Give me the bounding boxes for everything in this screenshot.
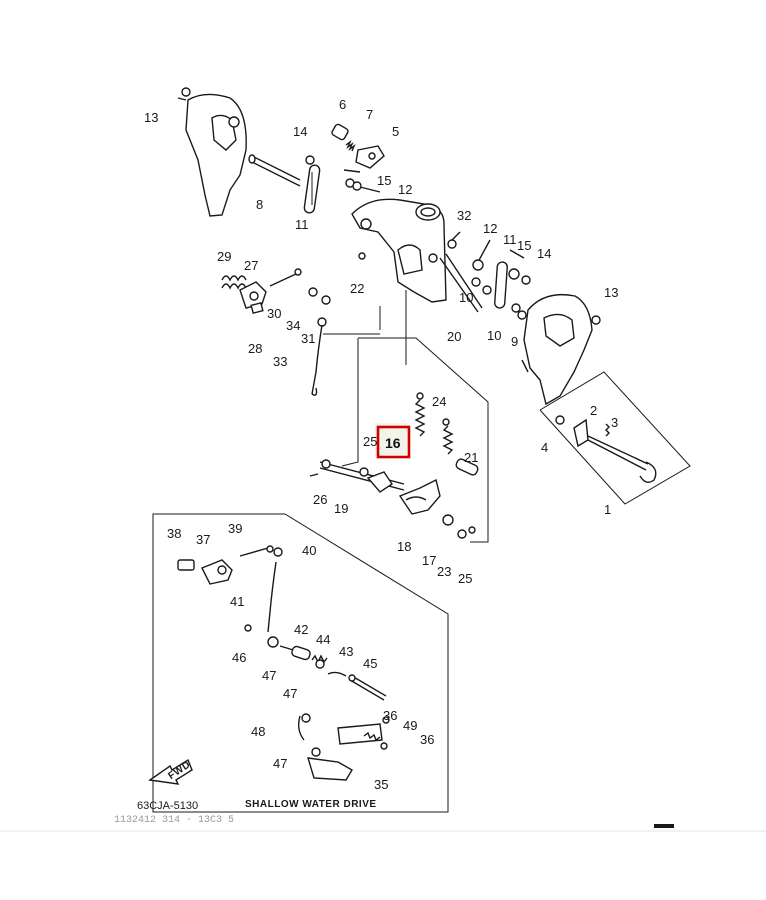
part-label[interactable]: 13 [144, 110, 158, 125]
part-label[interactable]: 35 [374, 777, 388, 792]
part-label[interactable]: 47 [283, 686, 297, 701]
link-11-left [303, 164, 321, 214]
part-label[interactable]: 6 [339, 97, 346, 112]
part-label[interactable]: 41 [230, 594, 244, 609]
part-label[interactable]: 25 [363, 434, 377, 449]
part-label[interactable]: 31 [301, 331, 315, 346]
part-label[interactable]: 9 [511, 334, 518, 349]
assembly-outlines [152, 290, 691, 813]
part-label[interactable]: 26 [313, 492, 327, 507]
parts-center-group [309, 392, 479, 539]
clamp-bracket-right [521, 293, 601, 406]
part-label[interactable]: 34 [286, 318, 300, 333]
part-label[interactable]: 7 [366, 107, 373, 122]
part-label[interactable]: 17 [422, 553, 436, 568]
part-label[interactable]: 13 [604, 285, 618, 300]
highlight-label: 16 [385, 435, 401, 451]
corner-mark [654, 824, 674, 828]
part-label[interactable]: 23 [437, 564, 451, 579]
fwd-label: FWD [166, 759, 192, 782]
clamp-bracket-left [177, 87, 247, 217]
part-label[interactable]: 32 [457, 208, 471, 223]
part-label[interactable]: 14 [293, 124, 307, 139]
part-label[interactable]: 27 [244, 258, 258, 273]
part-label[interactable]: 10 [459, 290, 473, 305]
part-label[interactable]: 20 [447, 329, 461, 344]
part-label[interactable]: 11 [295, 217, 309, 232]
part-label[interactable]: 42 [294, 622, 308, 637]
part-label[interactable]: 36 [383, 708, 397, 723]
part-label[interactable]: 38 [167, 526, 181, 541]
part-label[interactable]: 39 [228, 521, 242, 536]
part-label[interactable]: 29 [217, 249, 231, 264]
box-caption: SHALLOW WATER DRIVE [245, 799, 377, 810]
part-label[interactable]: 18 [397, 539, 411, 554]
part-label[interactable]: 12 [398, 182, 412, 197]
parts-shallow-water-drive [177, 545, 390, 781]
part-label[interactable]: 40 [302, 543, 316, 558]
part-label[interactable]: 25 [458, 571, 472, 586]
part-label[interactable]: 8 [256, 197, 263, 212]
part-label[interactable]: 22 [350, 281, 364, 296]
part-label[interactable]: 24 [432, 394, 446, 409]
shaft-8 [248, 154, 301, 187]
fwd-arrow-icon: FWD [148, 758, 193, 785]
diagram-code: 63CJA-5130 [137, 800, 198, 812]
part-label[interactable]: 14 [537, 246, 551, 261]
part-label[interactable]: 49 [403, 718, 417, 733]
part-label[interactable]: 4 [541, 440, 548, 455]
part-label[interactable]: 15 [377, 173, 391, 188]
part-label[interactable]: 11 [503, 232, 517, 247]
part-label[interactable]: 15 [517, 238, 531, 253]
part-label[interactable]: 33 [273, 354, 287, 369]
part-label[interactable]: 36 [420, 732, 434, 747]
faint-code: 1132412 314 - 13C3 5 [114, 815, 234, 826]
part-label[interactable]: 45 [363, 656, 377, 671]
part-label[interactable]: 10 [487, 328, 501, 343]
part-label[interactable]: 1 [604, 502, 611, 517]
part-label[interactable]: 12 [483, 221, 497, 236]
part-label[interactable]: 30 [267, 306, 281, 321]
parts-right-group [555, 415, 657, 483]
part-label[interactable]: 5 [392, 124, 399, 139]
part-label[interactable]: 47 [273, 756, 287, 771]
highlight-part-16[interactable]: 16 [375, 423, 411, 459]
part-label[interactable]: 47 [262, 668, 276, 683]
part-label[interactable]: 46 [232, 650, 246, 665]
swivel-bracket [351, 198, 483, 313]
part-label[interactable]: 48 [251, 724, 265, 739]
part-label[interactable]: 43 [339, 644, 353, 659]
parts-left-cluster [221, 268, 331, 396]
part-label[interactable]: 19 [334, 501, 348, 516]
part-label[interactable]: 2 [590, 403, 597, 418]
part-label[interactable]: 28 [248, 341, 262, 356]
part-label[interactable]: 3 [611, 415, 618, 430]
part-label[interactable]: 21 [464, 450, 478, 465]
part-label[interactable]: 37 [196, 532, 210, 547]
parts-right-upper [447, 231, 531, 320]
parts-6-7-5 [305, 123, 385, 193]
part-label[interactable]: 44 [316, 632, 330, 647]
